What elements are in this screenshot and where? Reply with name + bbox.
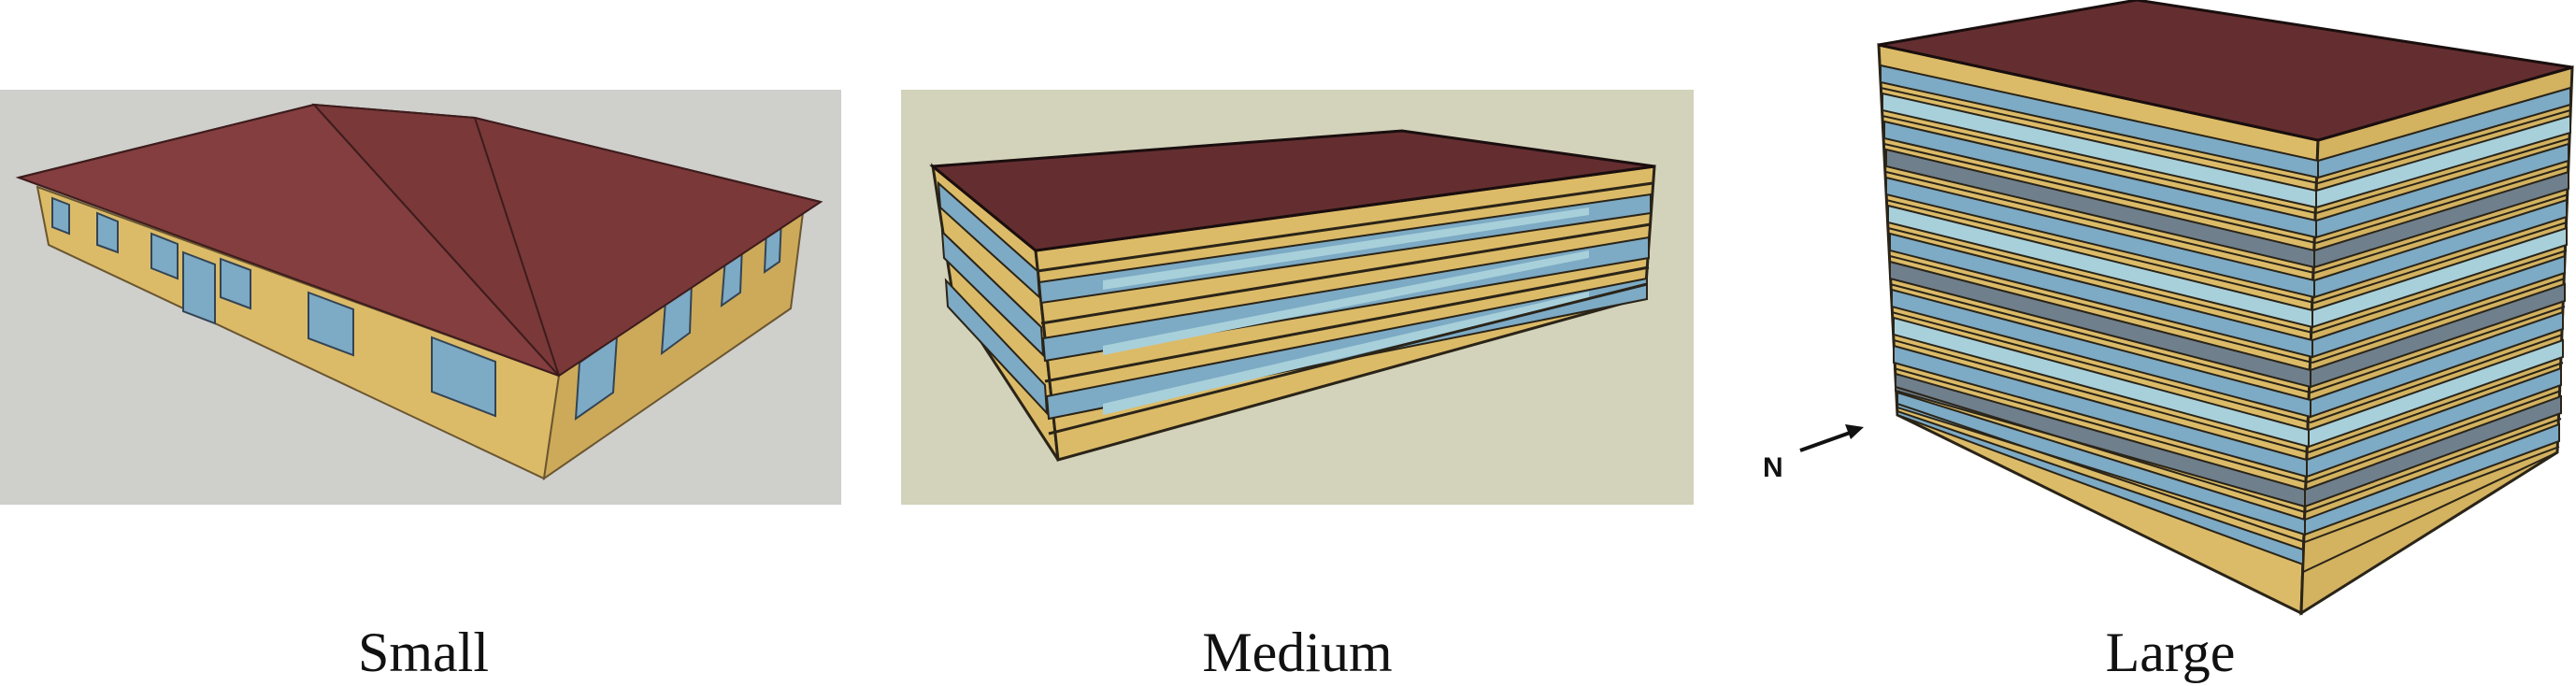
caption-small: Small <box>358 622 489 683</box>
large-building-model <box>1877 0 2574 616</box>
caption-medium: Medium <box>1202 622 1392 683</box>
large-building-glazing <box>1880 64 2571 566</box>
north-arrow-icon <box>1799 424 1864 452</box>
caption-large: Large <box>2106 622 2236 683</box>
medium-building-roof <box>929 129 1655 252</box>
small-building-roof-hip <box>18 103 822 203</box>
north-label: N <box>1763 452 1783 483</box>
small-building-windows <box>51 196 783 422</box>
large-building-roof <box>1878 0 2573 142</box>
small-building-model <box>0 90 841 505</box>
small-building-door <box>182 250 216 325</box>
medium-building-model <box>901 90 1694 505</box>
